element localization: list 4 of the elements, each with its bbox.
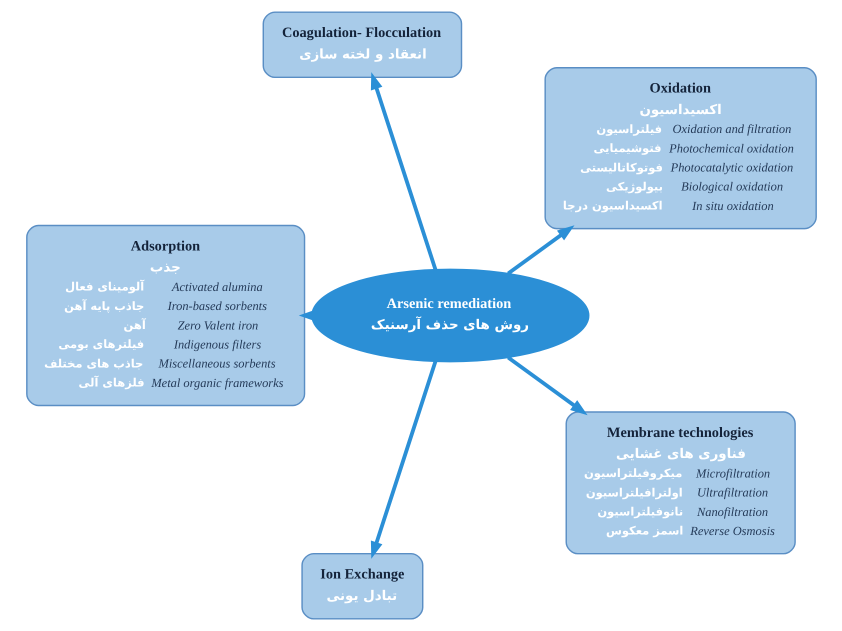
arrow (506, 225, 574, 276)
arrow (506, 356, 588, 416)
arrow (370, 72, 437, 270)
arrow (370, 360, 437, 559)
